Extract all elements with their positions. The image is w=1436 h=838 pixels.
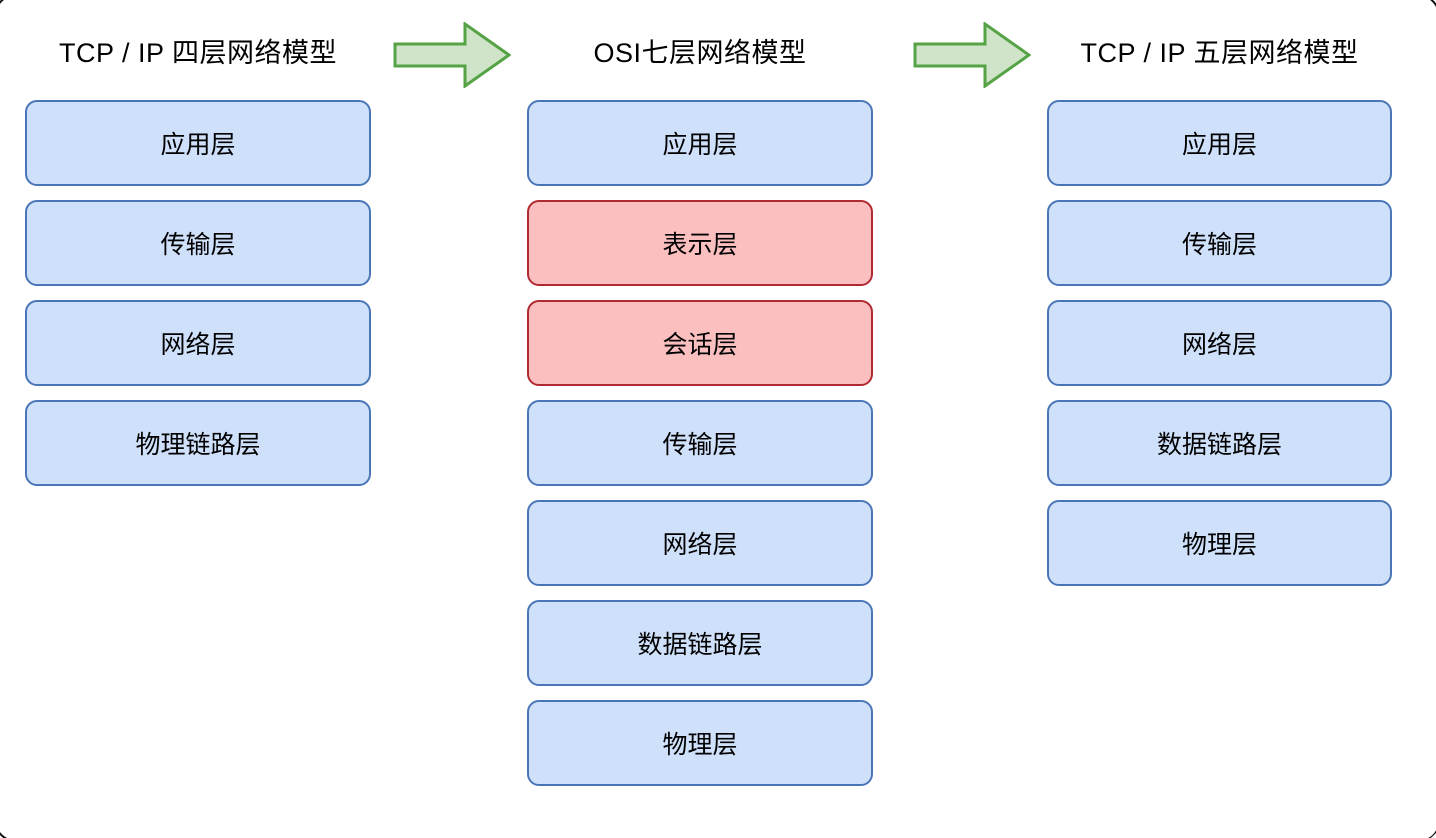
layer-box-session[interactable]: 会话层 bbox=[527, 300, 873, 386]
layer-stack-tcp-ip-5-layer: 应用层 传输层 网络层 数据链路层 物理层 bbox=[1047, 100, 1392, 600]
layer-label: 传输层 bbox=[1181, 231, 1257, 259]
layer-label: 网络层 bbox=[160, 331, 236, 359]
layer-label: 物理链路层 bbox=[135, 431, 261, 459]
layer-label: 表示层 bbox=[662, 231, 738, 259]
layer-box-physical[interactable]: 物理层 bbox=[1047, 500, 1392, 586]
layer-box-presentation[interactable]: 表示层 bbox=[527, 200, 873, 286]
layer-stack-tcp-ip-4-layer: 应用层 传输层 网络层 物理链路层 bbox=[25, 100, 371, 500]
layer-box-transport[interactable]: 传输层 bbox=[1047, 200, 1392, 286]
layer-box-application[interactable]: 应用层 bbox=[25, 100, 371, 186]
layer-box-physical[interactable]: 物理层 bbox=[527, 700, 873, 786]
layer-label: 传输层 bbox=[160, 231, 236, 259]
layer-box-physical-link[interactable]: 物理链路层 bbox=[25, 400, 371, 486]
column-title-tcp-ip-5-layer: TCP / IP 五层网络模型 bbox=[1080, 38, 1359, 68]
right-arrow-icon bbox=[913, 21, 1032, 89]
column-title-tcp-ip-4-layer: TCP / IP 四层网络模型 bbox=[58, 38, 338, 68]
layer-box-transport[interactable]: 传输层 bbox=[25, 200, 371, 286]
layer-label: 数据链路层 bbox=[637, 631, 763, 659]
layer-box-network[interactable]: 网络层 bbox=[25, 300, 371, 386]
column-title-osi-7-layer: OSI七层网络模型 bbox=[593, 38, 807, 68]
layer-label: 数据链路层 bbox=[1156, 431, 1282, 459]
layer-label: 应用层 bbox=[662, 131, 738, 159]
layer-label: 网络层 bbox=[1181, 331, 1257, 359]
layer-label: 物理层 bbox=[662, 731, 738, 759]
layer-box-transport[interactable]: 传输层 bbox=[527, 400, 873, 486]
layer-box-data-link[interactable]: 数据链路层 bbox=[1047, 400, 1392, 486]
layer-label: 物理层 bbox=[1181, 531, 1257, 559]
layer-box-application[interactable]: 应用层 bbox=[527, 100, 873, 186]
layer-label: 会话层 bbox=[662, 331, 738, 359]
layer-stack-osi-7-layer: 应用层 表示层 会话层 传输层 网络层 数据链路层 物理层 bbox=[527, 100, 873, 800]
layer-box-network[interactable]: 网络层 bbox=[1047, 300, 1392, 386]
right-arrow-icon bbox=[393, 21, 512, 89]
layer-label: 传输层 bbox=[662, 431, 738, 459]
layer-box-network[interactable]: 网络层 bbox=[527, 500, 873, 586]
layer-label: 网络层 bbox=[662, 531, 738, 559]
layer-label: 应用层 bbox=[1181, 131, 1257, 159]
layer-box-data-link[interactable]: 数据链路层 bbox=[527, 600, 873, 686]
layer-label: 应用层 bbox=[160, 131, 236, 159]
layer-box-application[interactable]: 应用层 bbox=[1047, 100, 1392, 186]
